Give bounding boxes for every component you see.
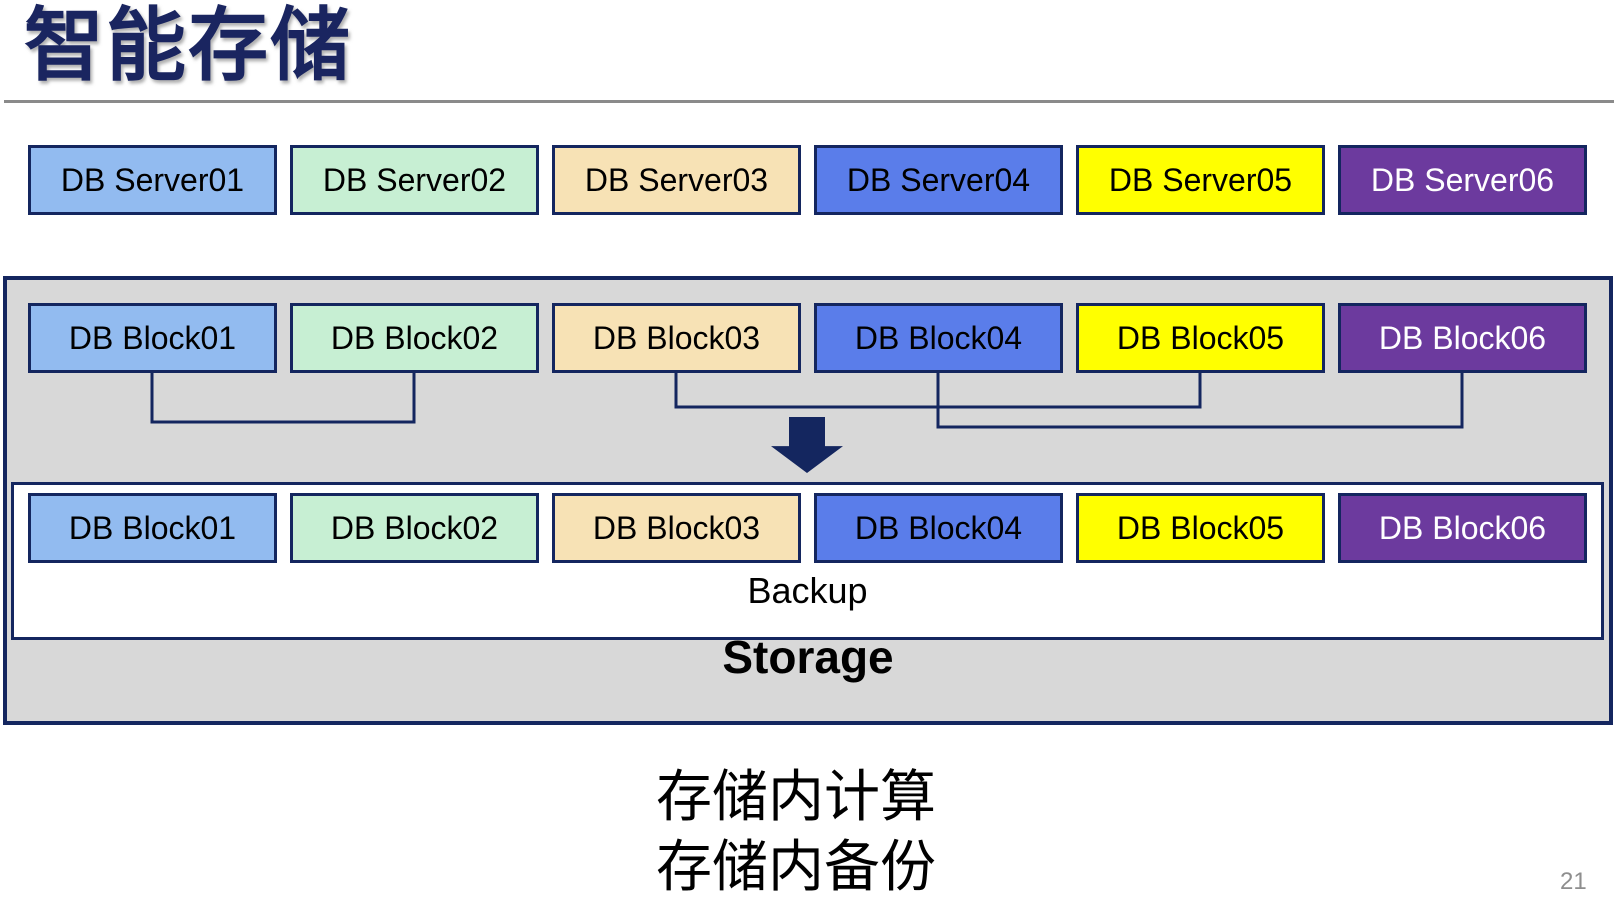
- db-block-box: DB Block03: [552, 493, 801, 563]
- db-block-box: DB Block02: [290, 493, 539, 563]
- db-server-box: DB Server03: [552, 145, 801, 215]
- db-block-box: DB Block02: [290, 303, 539, 373]
- storage-container: DB Block01 DB Block02 DB Block03 DB Bloc…: [3, 276, 1613, 725]
- db-block-row-source: DB Block01 DB Block02 DB Block03 DB Bloc…: [28, 303, 1587, 373]
- caption-block: 存储内计算 存储内备份: [656, 762, 936, 902]
- db-block-box: DB Block04: [814, 303, 1063, 373]
- db-block-box: DB Block01: [28, 493, 277, 563]
- db-block-box: DB Block01: [28, 303, 277, 373]
- backup-container: DB Block01 DB Block02 DB Block03 DB Bloc…: [11, 482, 1604, 640]
- db-block-box: DB Block05: [1076, 303, 1325, 373]
- db-server-box: DB Server02: [290, 145, 539, 215]
- db-server-box: DB Server06: [1338, 145, 1587, 215]
- db-block-box: DB Block05: [1076, 493, 1325, 563]
- db-block-box: DB Block06: [1338, 493, 1587, 563]
- storage-label: Storage: [722, 631, 894, 683]
- title-underline: [4, 100, 1614, 103]
- caption-line: 存储内计算: [656, 765, 936, 828]
- db-server-box: DB Server01: [28, 145, 277, 215]
- page-title: 智能存储: [24, 1, 352, 90]
- db-block-row-backup: DB Block01 DB Block02 DB Block03 DB Bloc…: [28, 493, 1587, 563]
- db-block-box: DB Block06: [1338, 303, 1587, 373]
- page-number: 21: [1560, 868, 1587, 895]
- db-block-box: DB Block04: [814, 493, 1063, 563]
- db-server-box: DB Server04: [814, 145, 1063, 215]
- db-block-box: DB Block03: [552, 303, 801, 373]
- db-server-row: DB Server01 DB Server02 DB Server03 DB S…: [28, 145, 1587, 215]
- caption-line: 存储内备份: [656, 835, 936, 898]
- backup-label: Backup: [747, 570, 868, 611]
- db-server-box: DB Server05: [1076, 145, 1325, 215]
